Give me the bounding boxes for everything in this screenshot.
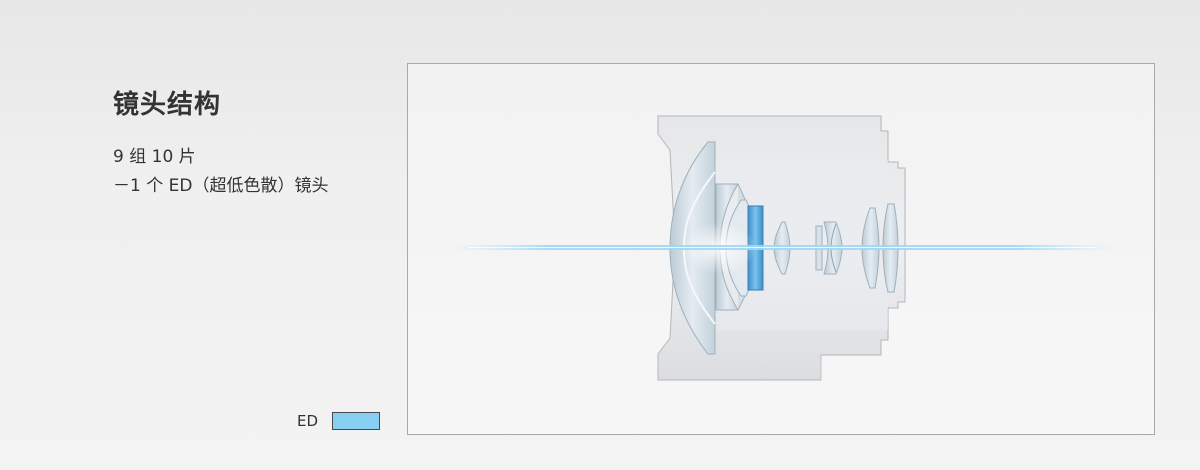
optical-axis-core <box>468 247 1096 248</box>
lens-specs: 9 组 10 片 －1 个 ED（超低色散）镜头 <box>113 143 328 201</box>
lens-diagram-frame <box>407 63 1155 435</box>
lens-cross-section-diagram <box>448 115 1116 381</box>
ed-note-text: －1 个 ED（超低色散）镜头 <box>113 176 329 196</box>
page-title: 镜头结构 <box>113 90 222 120</box>
legend-label-ed: ED <box>297 412 319 430</box>
legend: ED <box>297 412 381 430</box>
groups-elements-text: 9 组 10 片 <box>113 147 196 167</box>
legend-swatch-ed <box>332 412 381 430</box>
